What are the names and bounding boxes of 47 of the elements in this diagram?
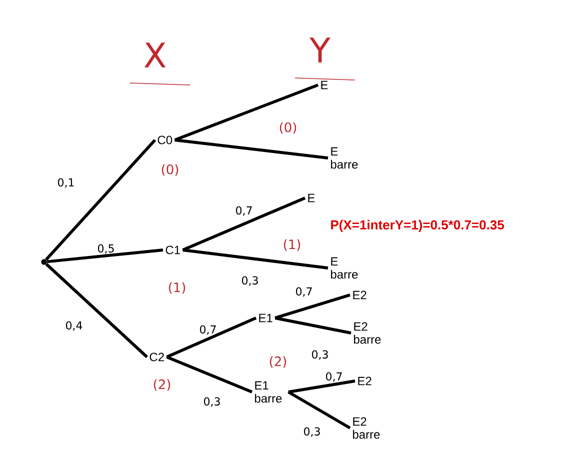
probability-label: 0,3: [312, 350, 328, 360]
branch-line: [45, 262, 148, 358]
variable-heading: X: [130, 42, 190, 86]
outcome-label: E1 barre: [254, 381, 282, 403]
branch-line: [174, 138, 328, 160]
branch-line: [274, 316, 352, 334]
branch-point: [41, 259, 47, 265]
outcome-label: C0: [158, 136, 172, 144]
value-note: (2): [270, 356, 286, 368]
value-note: (1): [284, 239, 300, 251]
probability-label: 0,3: [204, 397, 220, 407]
probability-label: 0,5: [98, 244, 114, 254]
probability-label: 0,7: [326, 372, 342, 382]
probability-label: 0,4: [66, 321, 82, 331]
outcome-label: E1: [259, 314, 272, 322]
outcome-label: E2: [353, 290, 366, 300]
probability-label: 0,7: [296, 287, 312, 297]
value-note: (2): [154, 379, 170, 391]
branch-line: [274, 294, 350, 320]
branch-line: [182, 248, 328, 270]
outcome-label: E2 barre: [354, 322, 381, 344]
outcome-label: E2 barre: [352, 417, 380, 439]
branch-line: [166, 356, 253, 394]
outcome-label: E2: [358, 376, 372, 386]
branch-line: [182, 196, 306, 252]
value-note: (0): [162, 164, 178, 176]
branch-line: [288, 390, 351, 430]
branch-line: [46, 248, 164, 264]
outcome-label: E barre: [330, 147, 358, 169]
variable-heading: Y: [294, 38, 356, 80]
probability-label: 0,1: [58, 178, 74, 188]
value-note: (0): [280, 122, 296, 134]
probability-label: 0,7: [236, 206, 252, 216]
branch-line: [166, 316, 257, 358]
outcome-label: E barre: [330, 257, 358, 279]
branch-line: [44, 138, 156, 261]
branch-line: [174, 84, 319, 142]
outcome-label: C1: [166, 246, 180, 254]
probability-label: 0,3: [242, 276, 258, 286]
outcome-label: E: [321, 80, 328, 90]
outcome-label: E: [308, 194, 315, 202]
outcome-label: C2: [150, 352, 164, 362]
result-formula: P(X=1interY=1)=0.5*0.7=0.35: [331, 220, 504, 232]
branch-line: [288, 380, 356, 394]
probability-label: 0,7: [200, 325, 216, 335]
probability-label: 0,3: [304, 427, 320, 437]
value-note: (1): [168, 282, 186, 294]
